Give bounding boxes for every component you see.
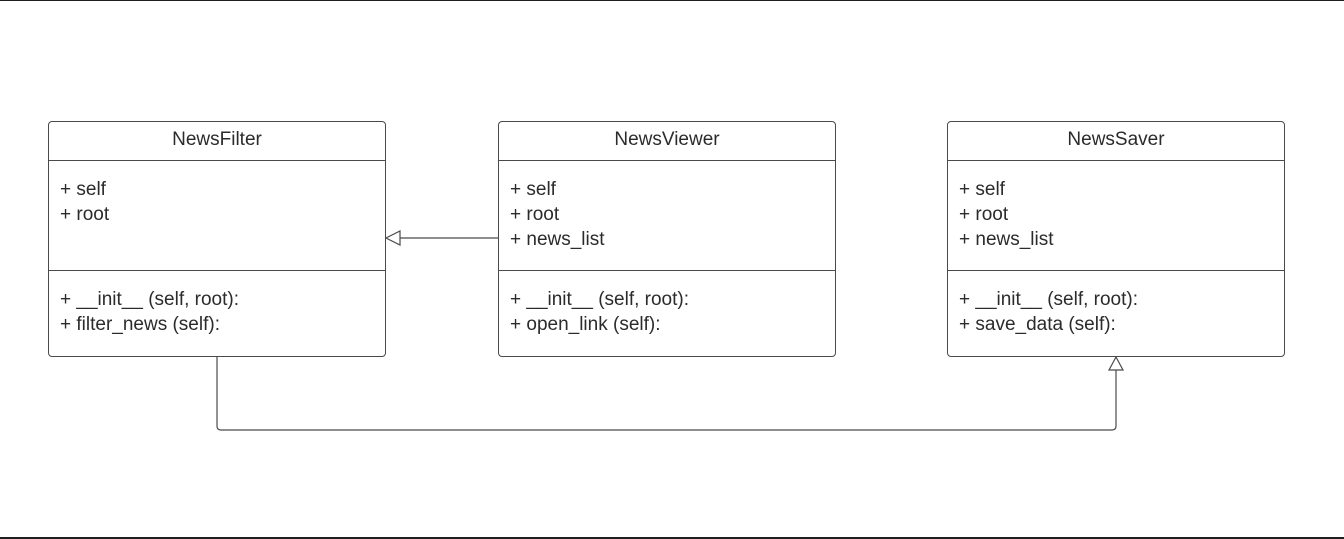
methods-section: + __init__ (self, root): + filter_news (… xyxy=(49,271,385,337)
attribute: + root xyxy=(60,204,110,225)
attribute: + self xyxy=(959,179,1005,200)
attributes-section: + self + root + news_list xyxy=(948,161,1284,271)
method: + open_link (self): xyxy=(510,314,661,335)
attribute: + self xyxy=(510,179,556,200)
frame-bottom-border xyxy=(0,537,1344,539)
attribute: + self xyxy=(60,179,106,200)
attribute: + news_list xyxy=(510,229,605,250)
relation-filter-to-saver xyxy=(216,355,1125,431)
class-news-filter[interactable]: NewsFilter + self + root + __init__ (sel… xyxy=(48,121,386,357)
attribute: + news_list xyxy=(959,229,1054,250)
inheritance-arrowhead-icon xyxy=(384,230,401,246)
attributes-section: + self + root + news_list xyxy=(499,161,835,271)
method: + __init__ (self, root): xyxy=(510,289,690,310)
methods-section: + __init__ (self, root): + open_link (se… xyxy=(499,271,835,337)
frame-top-border xyxy=(0,0,1344,1)
class-name: NewsSaver xyxy=(948,122,1284,161)
class-news-viewer[interactable]: NewsViewer + self + root + news_list + _… xyxy=(498,121,836,357)
methods-section: + __init__ (self, root): + save_data (se… xyxy=(948,271,1284,337)
class-name: NewsFilter xyxy=(49,122,385,161)
method: + __init__ (self, root): xyxy=(60,289,240,310)
relation-viewer-to-filter xyxy=(384,230,498,246)
inheritance-arrowhead-icon xyxy=(1107,355,1125,371)
method: + filter_news (self): xyxy=(60,314,220,335)
attribute: + root xyxy=(959,204,1009,225)
class-name: NewsViewer xyxy=(499,122,835,161)
attribute: + root xyxy=(510,204,560,225)
method: + save_data (self): xyxy=(959,314,1116,335)
relation-line xyxy=(216,356,1117,431)
attributes-section: + self + root xyxy=(49,161,385,271)
class-news-saver[interactable]: NewsSaver + self + root + news_list + __… xyxy=(947,121,1285,357)
method: + __init__ (self, root): xyxy=(959,289,1139,310)
